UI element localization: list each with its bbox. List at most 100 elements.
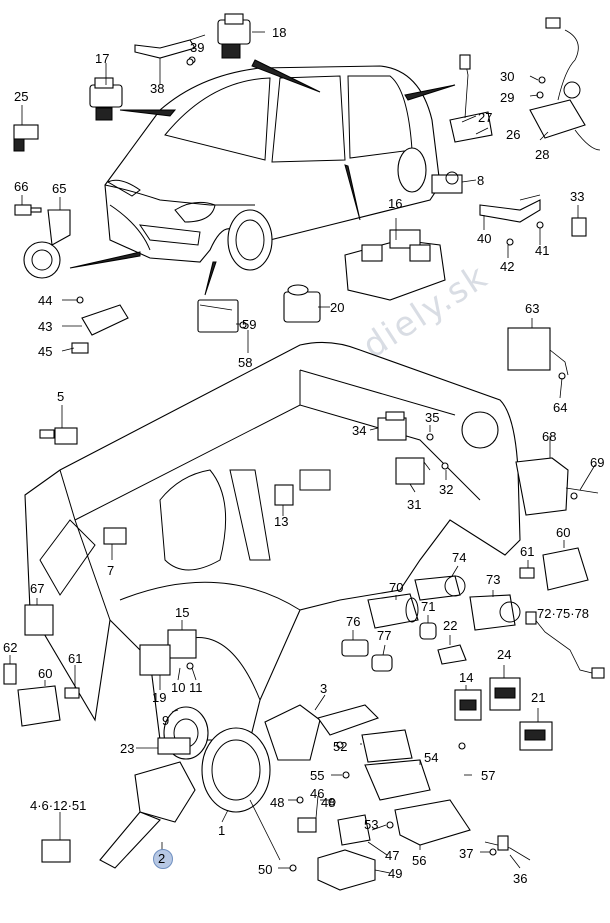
part-62-label bbox=[3, 663, 17, 685]
part-71-knob bbox=[419, 622, 437, 640]
label-53: 53 bbox=[364, 817, 379, 832]
part-74-socket bbox=[414, 575, 466, 601]
part-40-bracket bbox=[479, 194, 541, 223]
part-26-switch-assembly bbox=[449, 54, 493, 143]
part-52-module bbox=[361, 729, 413, 763]
label-22: 22 bbox=[443, 618, 458, 633]
label-71: 71 bbox=[421, 599, 436, 614]
part-16-window-switch bbox=[344, 229, 446, 301]
label-2[interactable]: 2 bbox=[158, 851, 166, 866]
label-32: 32 bbox=[439, 482, 454, 497]
part-25-sensor bbox=[13, 124, 39, 152]
label-16: 16 bbox=[388, 196, 403, 211]
label-13: 13 bbox=[274, 514, 289, 529]
label-52: 52 bbox=[333, 739, 348, 754]
label-43: 43 bbox=[38, 319, 53, 334]
label-19: 19 bbox=[152, 690, 167, 705]
label-4-6-12-51: 4·6·12·51 bbox=[30, 798, 87, 813]
part-72-harness bbox=[525, 611, 605, 679]
part-76-socket bbox=[341, 639, 369, 657]
part-67-relay bbox=[24, 604, 54, 636]
label-31: 31 bbox=[407, 497, 422, 512]
part-66-bolt bbox=[14, 204, 42, 216]
label-69: 69 bbox=[590, 455, 605, 470]
label-37: 37 bbox=[459, 846, 474, 861]
label-56: 56 bbox=[412, 853, 427, 868]
part-47-sensor bbox=[337, 814, 371, 846]
label-48-right: 48 bbox=[321, 795, 336, 810]
label-5: 5 bbox=[57, 389, 65, 404]
label-63: 63 bbox=[525, 301, 540, 316]
part-14-switch bbox=[454, 689, 482, 721]
label-39: 39 bbox=[190, 40, 205, 55]
label-15: 15 bbox=[175, 605, 190, 620]
label-42: 42 bbox=[500, 259, 515, 274]
label-45: 45 bbox=[38, 344, 53, 359]
label-1: 1 bbox=[218, 823, 226, 838]
label-17: 17 bbox=[95, 51, 110, 66]
part-24-switch bbox=[489, 677, 521, 711]
label-55: 55 bbox=[310, 768, 325, 783]
label-44: 44 bbox=[38, 293, 53, 308]
label-68: 68 bbox=[542, 429, 557, 444]
part-49-bracket bbox=[317, 849, 376, 891]
part-23-bracket bbox=[157, 737, 191, 755]
car-outline-drawing bbox=[104, 65, 441, 271]
part-17-switch bbox=[89, 77, 123, 121]
part-46-bracket bbox=[297, 817, 317, 833]
part-22-cover bbox=[437, 644, 467, 665]
label-64: 64 bbox=[553, 400, 568, 415]
label-60-right: 60 bbox=[556, 525, 571, 540]
leader-lines bbox=[9, 31, 596, 874]
label-47: 47 bbox=[385, 848, 400, 863]
part-1-clock-spring bbox=[201, 727, 281, 861]
part-3-wiper-switch bbox=[264, 704, 380, 761]
part-8-bracket bbox=[431, 171, 463, 194]
label-76: 76 bbox=[346, 614, 361, 629]
label-26: 26 bbox=[506, 127, 521, 142]
label-38: 38 bbox=[150, 81, 165, 96]
part-15-switch bbox=[167, 629, 197, 659]
label-7: 7 bbox=[107, 563, 115, 578]
part-34-switch bbox=[377, 411, 407, 441]
part-60-bracket bbox=[542, 547, 589, 591]
label-70: 70 bbox=[389, 580, 404, 595]
label-25: 25 bbox=[14, 89, 29, 104]
label-9: 9 bbox=[162, 713, 170, 728]
part-36-bracket bbox=[484, 835, 531, 861]
label-11: 11 bbox=[189, 680, 203, 695]
part-21-switch bbox=[519, 721, 553, 751]
part-58-relay bbox=[197, 299, 239, 333]
part-5-sensor bbox=[39, 427, 78, 445]
label-77: 77 bbox=[377, 628, 392, 643]
label-73: 73 bbox=[486, 572, 501, 587]
label-60-left: 60 bbox=[38, 666, 53, 681]
label-74: 74 bbox=[452, 550, 467, 565]
part-20-switch bbox=[283, 284, 321, 323]
part-65-horn bbox=[23, 209, 71, 279]
part-2-combination-switch bbox=[99, 761, 196, 869]
part-54-bracket bbox=[364, 759, 431, 801]
label-66: 66 bbox=[14, 179, 29, 194]
label-3: 3 bbox=[320, 681, 328, 696]
part-33-label bbox=[571, 217, 587, 237]
label-29: 29 bbox=[500, 90, 515, 105]
label-61-left: 61 bbox=[68, 651, 83, 666]
label-59: 59 bbox=[242, 317, 257, 332]
selected-part-marker[interactable] bbox=[153, 849, 173, 869]
label-14: 14 bbox=[459, 670, 474, 685]
label-33: 33 bbox=[570, 189, 585, 204]
part-63-ecu bbox=[507, 327, 569, 376]
label-46: 46 bbox=[310, 786, 325, 801]
label-35: 35 bbox=[425, 410, 440, 425]
label-18: 18 bbox=[272, 25, 287, 40]
part-60-bracket-left bbox=[17, 685, 61, 727]
part-28-harness bbox=[529, 17, 601, 151]
label-34: 34 bbox=[352, 423, 367, 438]
label-65: 65 bbox=[52, 181, 67, 196]
part-56-airbag-ecu bbox=[394, 799, 471, 846]
label-54: 54 bbox=[424, 750, 439, 765]
label-62: 62 bbox=[3, 640, 18, 655]
label-72-75-78: 72·75·78 bbox=[537, 606, 590, 621]
